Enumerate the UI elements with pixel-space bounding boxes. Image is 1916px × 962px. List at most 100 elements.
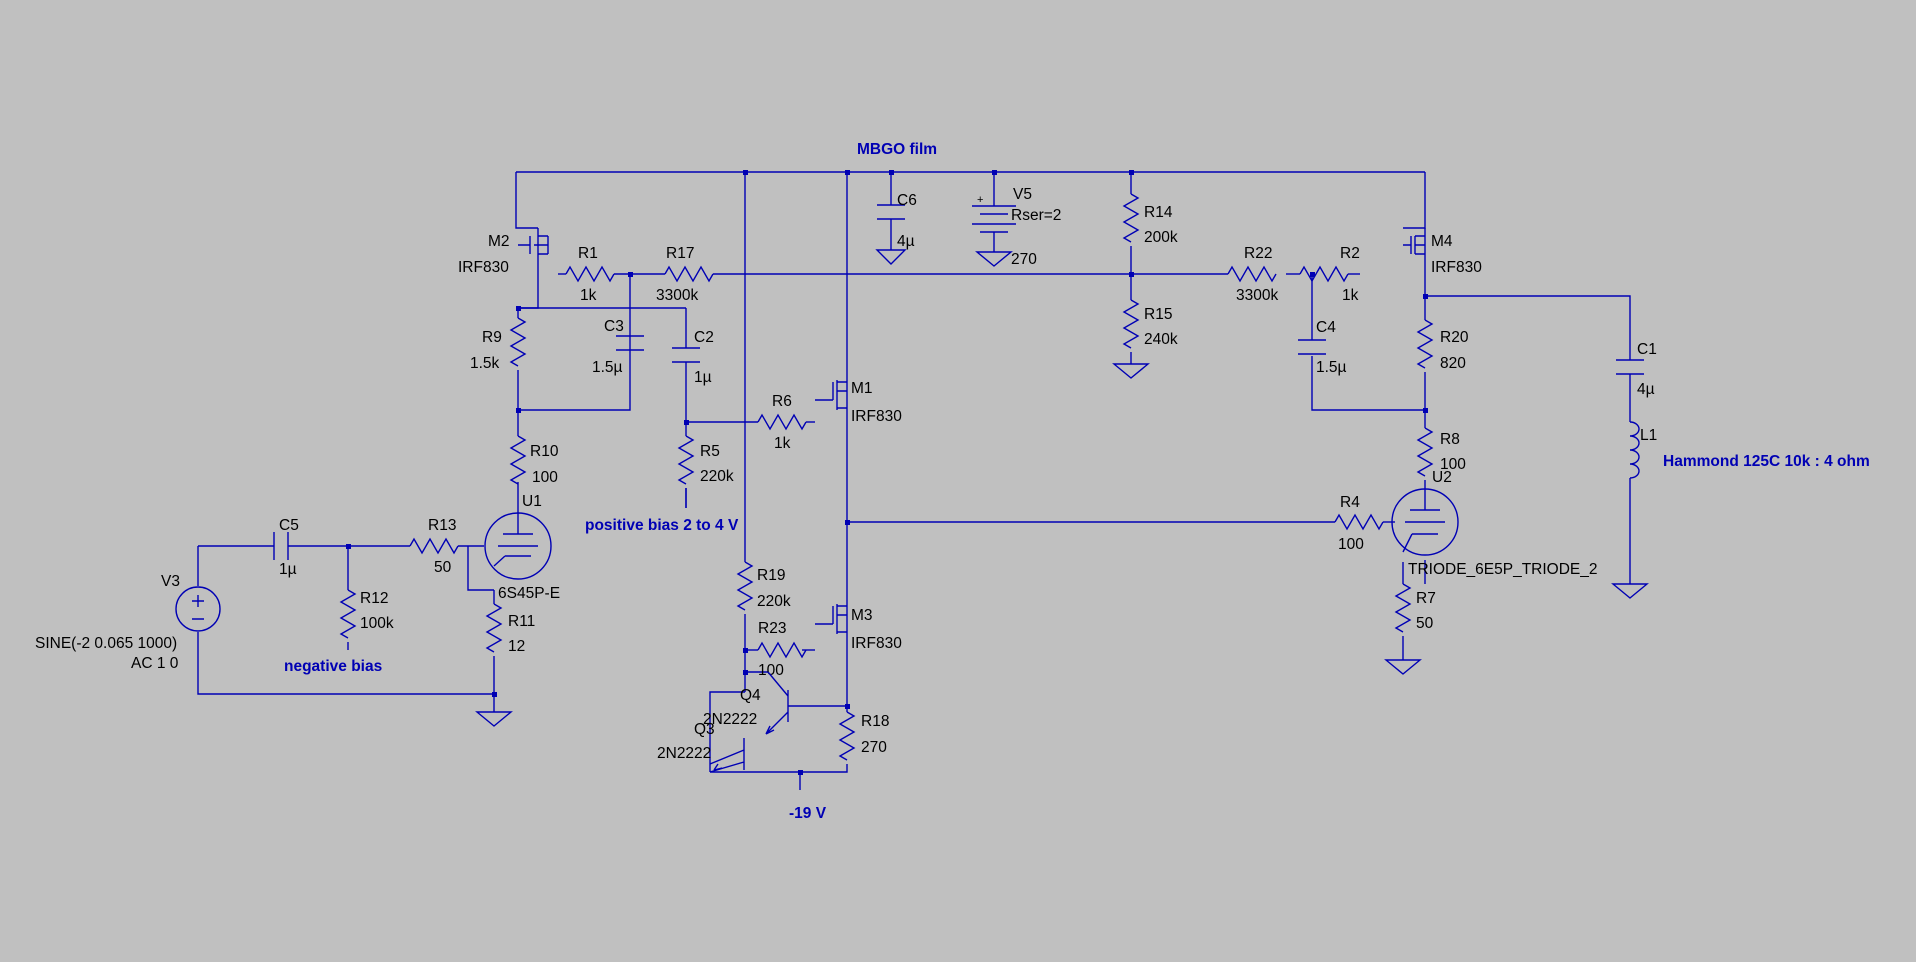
resistor-r23[interactable]: R23 100 <box>757 620 807 679</box>
m2-value: IRF830 <box>458 259 509 276</box>
resistor-r22[interactable]: R22 3300k <box>1227 245 1278 304</box>
v5-value: 270 <box>1011 251 1037 268</box>
c6-value: 4µ <box>897 233 915 250</box>
r5-value: 220k <box>700 468 734 485</box>
bjt-q4[interactable]: Q4 2N2222 <box>703 671 789 735</box>
resistor-r19[interactable]: R19 220k <box>736 561 791 611</box>
r4-ref: R4 <box>1340 494 1360 511</box>
c3-value: 1.5µ <box>592 359 623 376</box>
c2-value: 1µ <box>694 369 712 386</box>
r14-value: 200k <box>1144 229 1178 246</box>
net-label-positive-bias: positive bias 2 to 4 V <box>585 517 739 534</box>
battery-v5[interactable]: + V5 Rser=2 270 <box>972 186 1061 268</box>
m3-ref: M3 <box>851 607 873 624</box>
capacitor-c3[interactable]: C3 1.5µ <box>592 318 644 376</box>
mosfet-m3[interactable]: M3 IRF830 <box>815 598 902 652</box>
mosfet-m2[interactable]: M2 IRF830 <box>458 228 549 276</box>
resistor-r13[interactable]: R13 50 <box>409 517 459 576</box>
r13-ref: R13 <box>428 517 456 534</box>
r10-value: 100 <box>532 469 558 486</box>
resistor-r2[interactable]: R2 1k <box>1299 245 1360 304</box>
l1-ref: L1 <box>1640 427 1657 444</box>
mosfet-m4[interactable]: M4 IRF830 <box>1403 228 1482 276</box>
q3-value: 2N2222 <box>657 745 711 762</box>
c4-value: 1.5µ <box>1316 359 1347 376</box>
c1-value: 4µ <box>1637 381 1655 398</box>
resistor-r10[interactable]: R10 100 <box>509 435 559 486</box>
r17-ref: R17 <box>666 245 694 262</box>
r1-value: 1k <box>580 287 597 304</box>
resistor-r5[interactable]: R5 220k <box>677 435 734 485</box>
v3-ref: V3 <box>161 573 180 590</box>
resistor-r7[interactable]: R7 50 <box>1384 583 1436 675</box>
net-label-output: Hammond 125C 10k : 4 ohm <box>1663 453 1870 470</box>
resistor-r18[interactable]: R18 270 <box>838 711 889 761</box>
r14-ref: R14 <box>1144 204 1173 221</box>
r18-value: 270 <box>861 739 887 756</box>
v5-ref: V5 <box>1013 186 1032 203</box>
c4-ref: C4 <box>1316 319 1336 336</box>
r22-value: 3300k <box>1236 287 1278 304</box>
r9-ref: R9 <box>482 329 502 346</box>
q3-ref: Q3 <box>694 721 715 738</box>
r6-value: 1k <box>774 435 791 452</box>
resistor-r12[interactable]: R12 100k <box>339 589 394 639</box>
resistor-r17[interactable]: R17 3300k <box>656 245 714 304</box>
r5-ref: R5 <box>700 443 720 460</box>
triode-u2[interactable]: U2 TRIODE_6E5P_TRIODE_2 <box>1391 469 1598 578</box>
resistor-r14[interactable]: R14 200k <box>1122 193 1178 246</box>
r7-ref: R7 <box>1416 590 1436 607</box>
r23-ref: R23 <box>758 620 786 637</box>
r11-ref: R11 <box>508 613 535 630</box>
r10-ref: R10 <box>530 443 559 460</box>
r12-value: 100k <box>360 615 394 632</box>
m2-ref: M2 <box>488 233 510 250</box>
junctions <box>346 170 1428 775</box>
m4-value: IRF830 <box>1431 259 1482 276</box>
q4-ref: Q4 <box>740 687 761 704</box>
r8-ref: R8 <box>1440 431 1460 448</box>
capacitor-c5[interactable]: C5 1µ <box>273 517 299 578</box>
r20-value: 820 <box>1440 355 1466 372</box>
v3-value: SINE(-2 0.065 1000) <box>35 635 177 652</box>
resistor-r11[interactable]: R11 12 <box>475 603 535 727</box>
resistor-r15[interactable]: R15 240k <box>1112 299 1178 379</box>
u1-ref: U1 <box>522 493 542 510</box>
voltage-source-v3[interactable]: V3 SINE(-2 0.065 1000) AC 1 0 <box>35 573 221 672</box>
m3-value: IRF830 <box>851 635 902 652</box>
r8-value: 100 <box>1440 456 1466 473</box>
resistor-r1[interactable]: R1 1k <box>565 245 615 304</box>
c1-ref: C1 <box>1637 341 1657 358</box>
resistor-r9[interactable]: R9 1.5k <box>470 317 527 372</box>
inductor-l1[interactable]: L1 <box>1611 421 1657 599</box>
r19-value: 220k <box>757 593 791 610</box>
r23-value: 100 <box>758 662 784 679</box>
wires <box>197 171 1631 790</box>
r22-ref: R22 <box>1244 245 1272 262</box>
r13-value: 50 <box>434 559 452 576</box>
r19-ref: R19 <box>757 567 785 584</box>
c2-ref: C2 <box>694 329 714 346</box>
net-label-top: MBGO film <box>857 141 937 158</box>
mosfet-m1[interactable]: M1 IRF830 <box>815 374 902 425</box>
r18-ref: R18 <box>861 713 889 730</box>
capacitor-c6[interactable]: C6 4µ <box>875 192 917 265</box>
capacitor-c2[interactable]: C2 1µ <box>672 329 714 386</box>
v5-plus: + <box>977 194 983 206</box>
resistor-r20[interactable]: R20 820 <box>1416 319 1469 372</box>
capacitor-c4[interactable]: C4 1.5µ <box>1298 319 1347 376</box>
net-label-neg-supply: -19 V <box>789 805 827 822</box>
triode-u1[interactable]: U1 6S45P-E <box>484 493 560 602</box>
resistor-r6[interactable]: R6 1k <box>757 393 807 452</box>
u2-ref: U2 <box>1432 469 1452 486</box>
resistor-r4[interactable]: R4 100 <box>1334 494 1384 553</box>
bjt-q3[interactable]: Q3 2N2222 <box>657 721 745 773</box>
capacitor-c1[interactable]: C1 4µ <box>1616 341 1657 398</box>
c5-value: 1µ <box>279 561 297 578</box>
r9-value: 1.5k <box>470 355 500 372</box>
r15-ref: R15 <box>1144 306 1172 323</box>
c6-ref: C6 <box>897 192 917 209</box>
resistor-r8[interactable]: R8 100 <box>1416 427 1466 477</box>
c3-ref: C3 <box>604 318 624 335</box>
